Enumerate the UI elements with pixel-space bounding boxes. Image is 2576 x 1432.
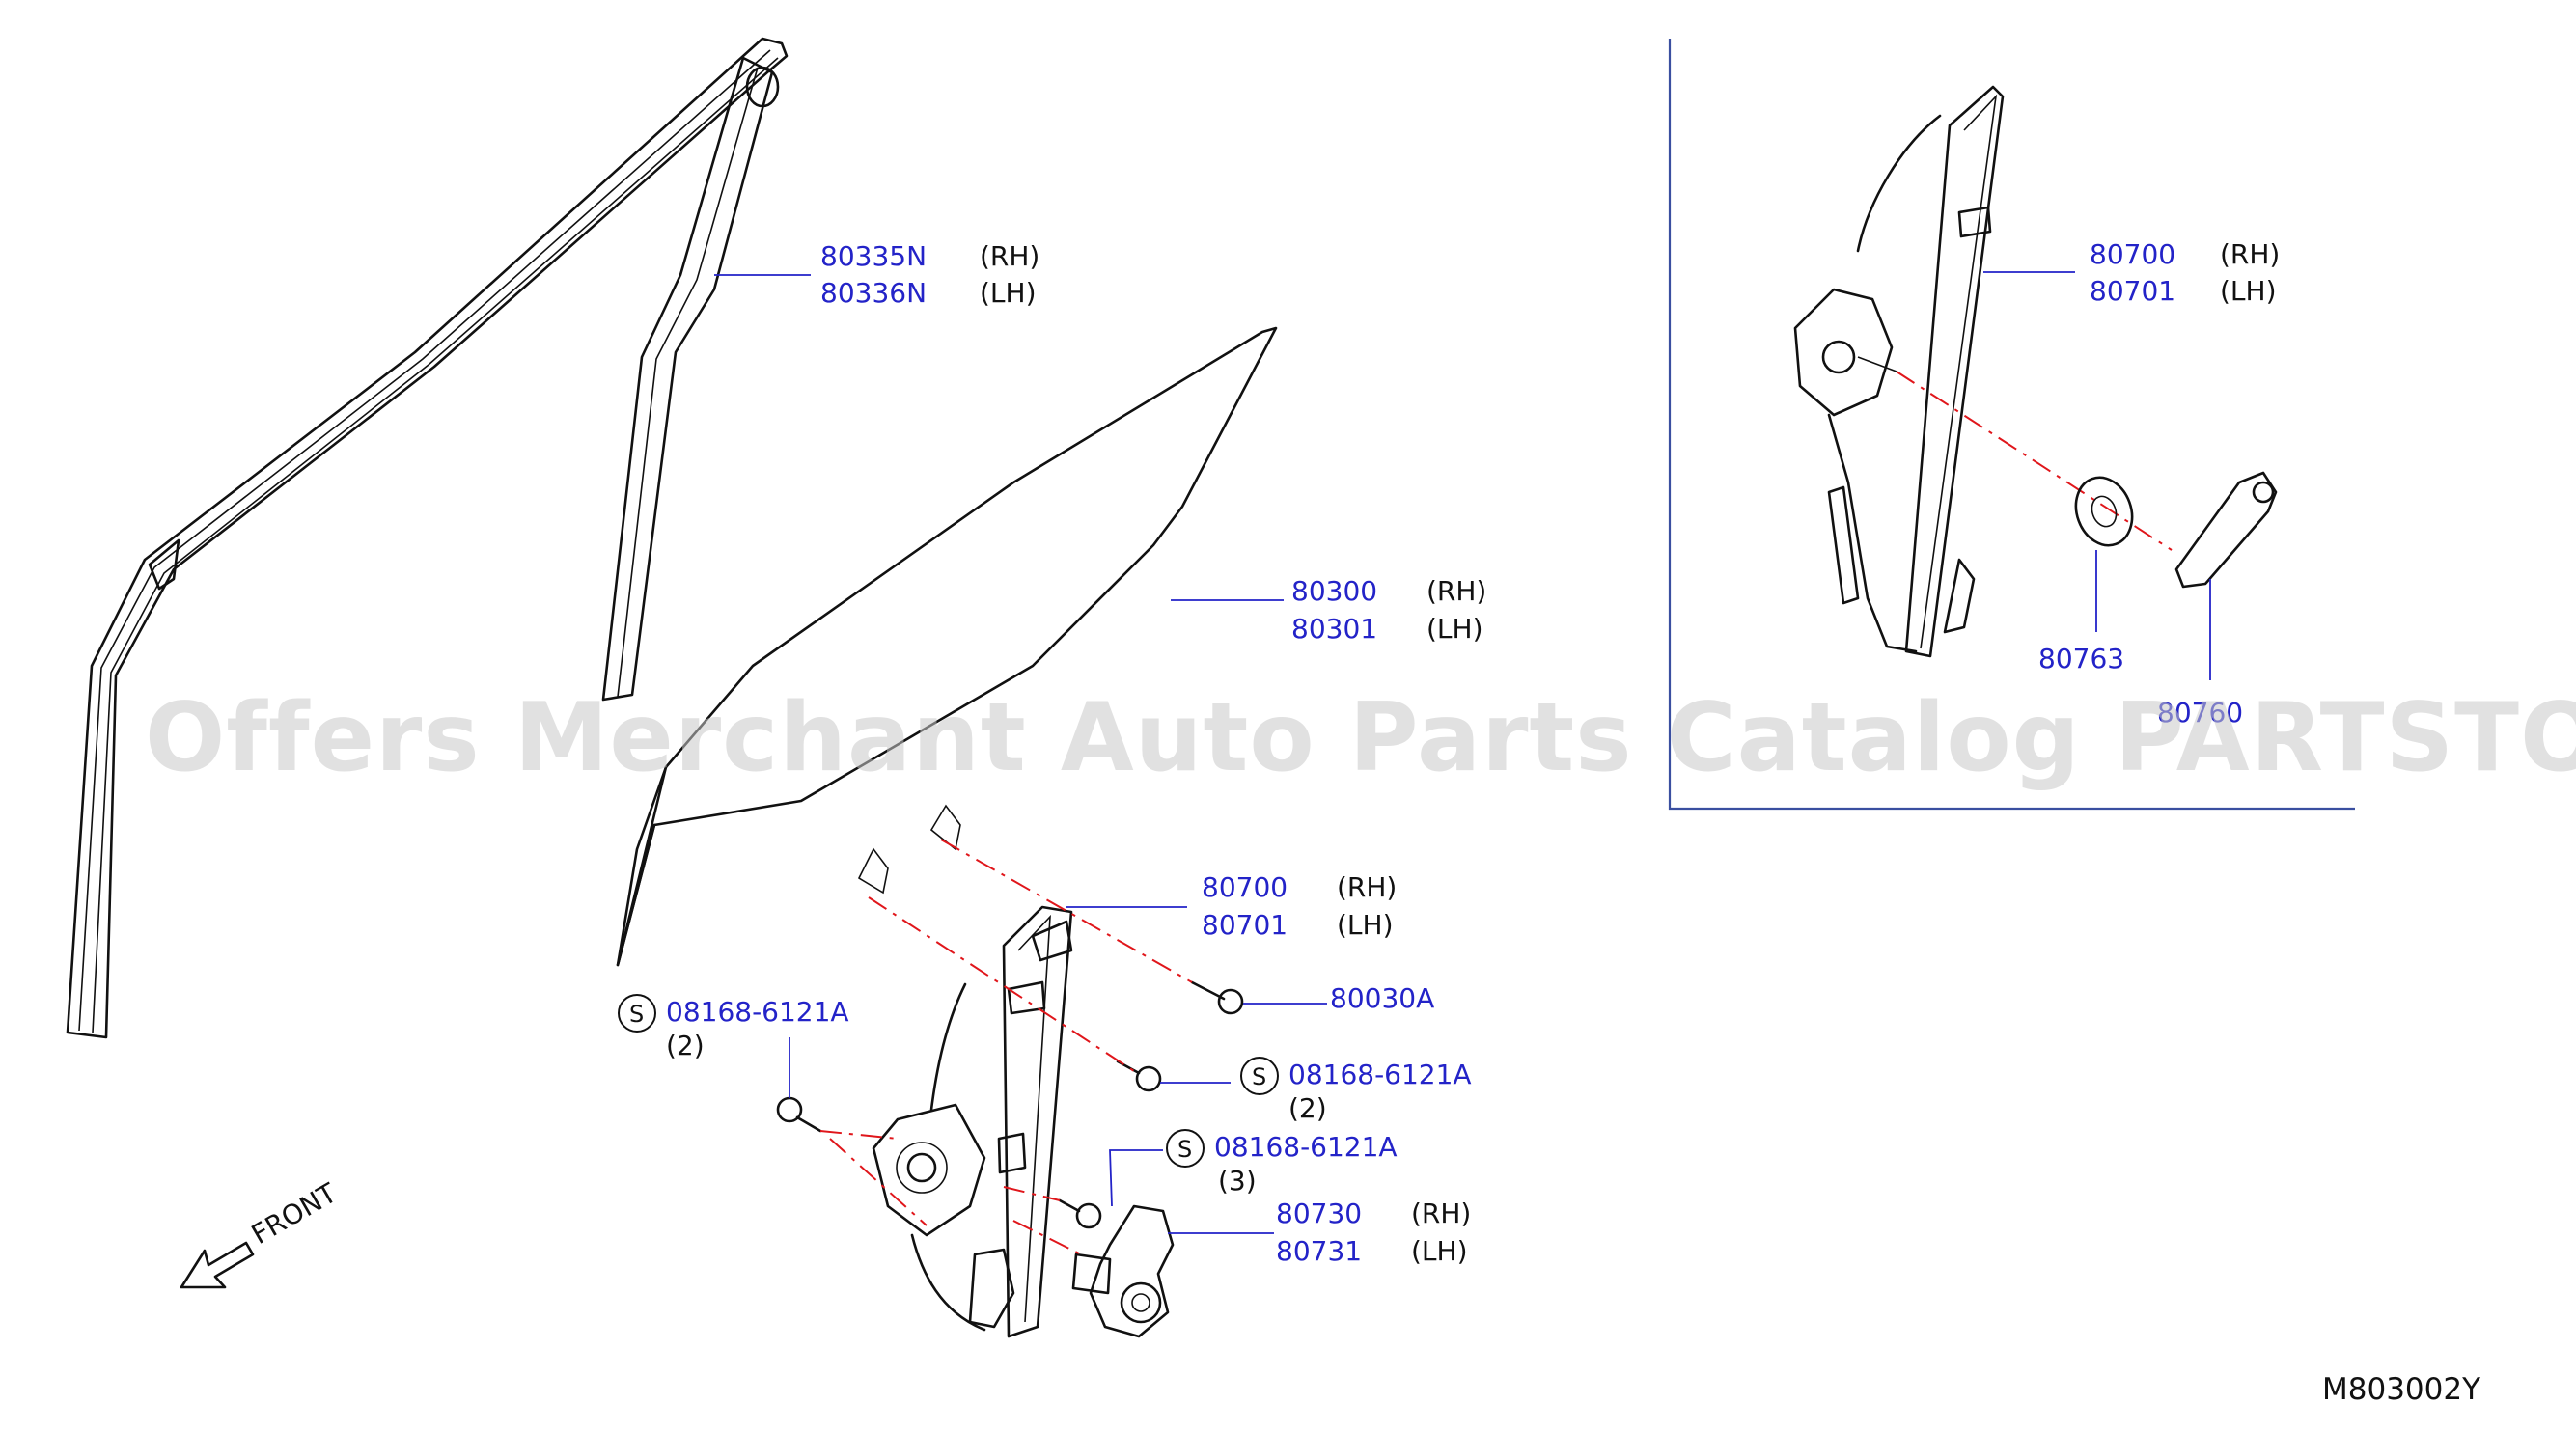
label-inset-80701: 80701 bbox=[2090, 275, 2175, 307]
label-inset-80700-side: (RH) bbox=[2220, 238, 2280, 270]
label-inset-80701-side: (LH) bbox=[2220, 275, 2277, 307]
door-glass bbox=[616, 326, 1278, 967]
label-80030a: 80030A bbox=[1330, 982, 1434, 1014]
label-80760: 80760 bbox=[2157, 697, 2243, 729]
label-80301-side: (LH) bbox=[1426, 613, 1483, 645]
label-08168-motor: 08168-6121A bbox=[1214, 1131, 1398, 1163]
inset-view bbox=[1668, 39, 2355, 811]
label-80300-side: (RH) bbox=[1426, 575, 1486, 607]
label-08168-right-qty: (2) bbox=[1288, 1092, 1327, 1124]
label-08168-motor-qty: (3) bbox=[1218, 1165, 1257, 1197]
drawing-code: M803002Y bbox=[2322, 1372, 2480, 1407]
s-symbol-left bbox=[618, 994, 656, 1033]
label-80763: 80763 bbox=[2038, 643, 2124, 675]
s-symbol-motor-text: S bbox=[1177, 1136, 1192, 1163]
label-80336n: 80336N bbox=[820, 277, 927, 309]
label-80335n: 80335N bbox=[820, 240, 927, 272]
front-label: FRONT bbox=[246, 1176, 343, 1251]
window-run-channel bbox=[66, 37, 789, 1039]
label-08168-left: 08168-6121A bbox=[666, 996, 849, 1028]
window-regulator bbox=[872, 905, 1073, 1338]
s-symbol-right-text: S bbox=[1252, 1063, 1266, 1090]
screw-right bbox=[1116, 1060, 1162, 1092]
leader-lines bbox=[714, 274, 1327, 1234]
label-inset-80700: 80700 bbox=[2090, 238, 2175, 270]
label-80335n-side: (RH) bbox=[980, 240, 1039, 272]
label-80700-side: (RH) bbox=[1337, 871, 1397, 903]
label-80731: 80731 bbox=[1276, 1235, 1362, 1267]
bolt-80030a bbox=[1190, 980, 1244, 1015]
s-symbol-right bbox=[1240, 1057, 1279, 1095]
label-80730: 80730 bbox=[1276, 1198, 1362, 1229]
label-80701: 80701 bbox=[1202, 909, 1288, 941]
label-80301: 80301 bbox=[1291, 613, 1377, 645]
label-80730-side: (RH) bbox=[1411, 1198, 1471, 1229]
screw-left bbox=[776, 1096, 822, 1133]
assembly-axes bbox=[819, 839, 1193, 1255]
front-arrow: FRONT bbox=[180, 1176, 343, 1289]
label-80700: 80700 bbox=[1202, 871, 1288, 903]
watermark: Offers Merchant Auto Parts Catalog PARTS… bbox=[145, 683, 2576, 793]
label-80731-side: (LH) bbox=[1411, 1235, 1468, 1267]
label-08168-left-qty: (2) bbox=[666, 1030, 705, 1061]
label-80701-side: (LH) bbox=[1337, 909, 1394, 941]
regulator-motor bbox=[1071, 1204, 1175, 1338]
label-80300: 80300 bbox=[1291, 575, 1377, 607]
s-symbol-motor bbox=[1166, 1129, 1205, 1168]
label-80336n-side: (LH) bbox=[980, 277, 1037, 309]
screw-motor bbox=[1058, 1198, 1102, 1229]
s-symbol-left-text: S bbox=[629, 1001, 644, 1028]
label-08168-right: 08168-6121A bbox=[1288, 1059, 1472, 1090]
